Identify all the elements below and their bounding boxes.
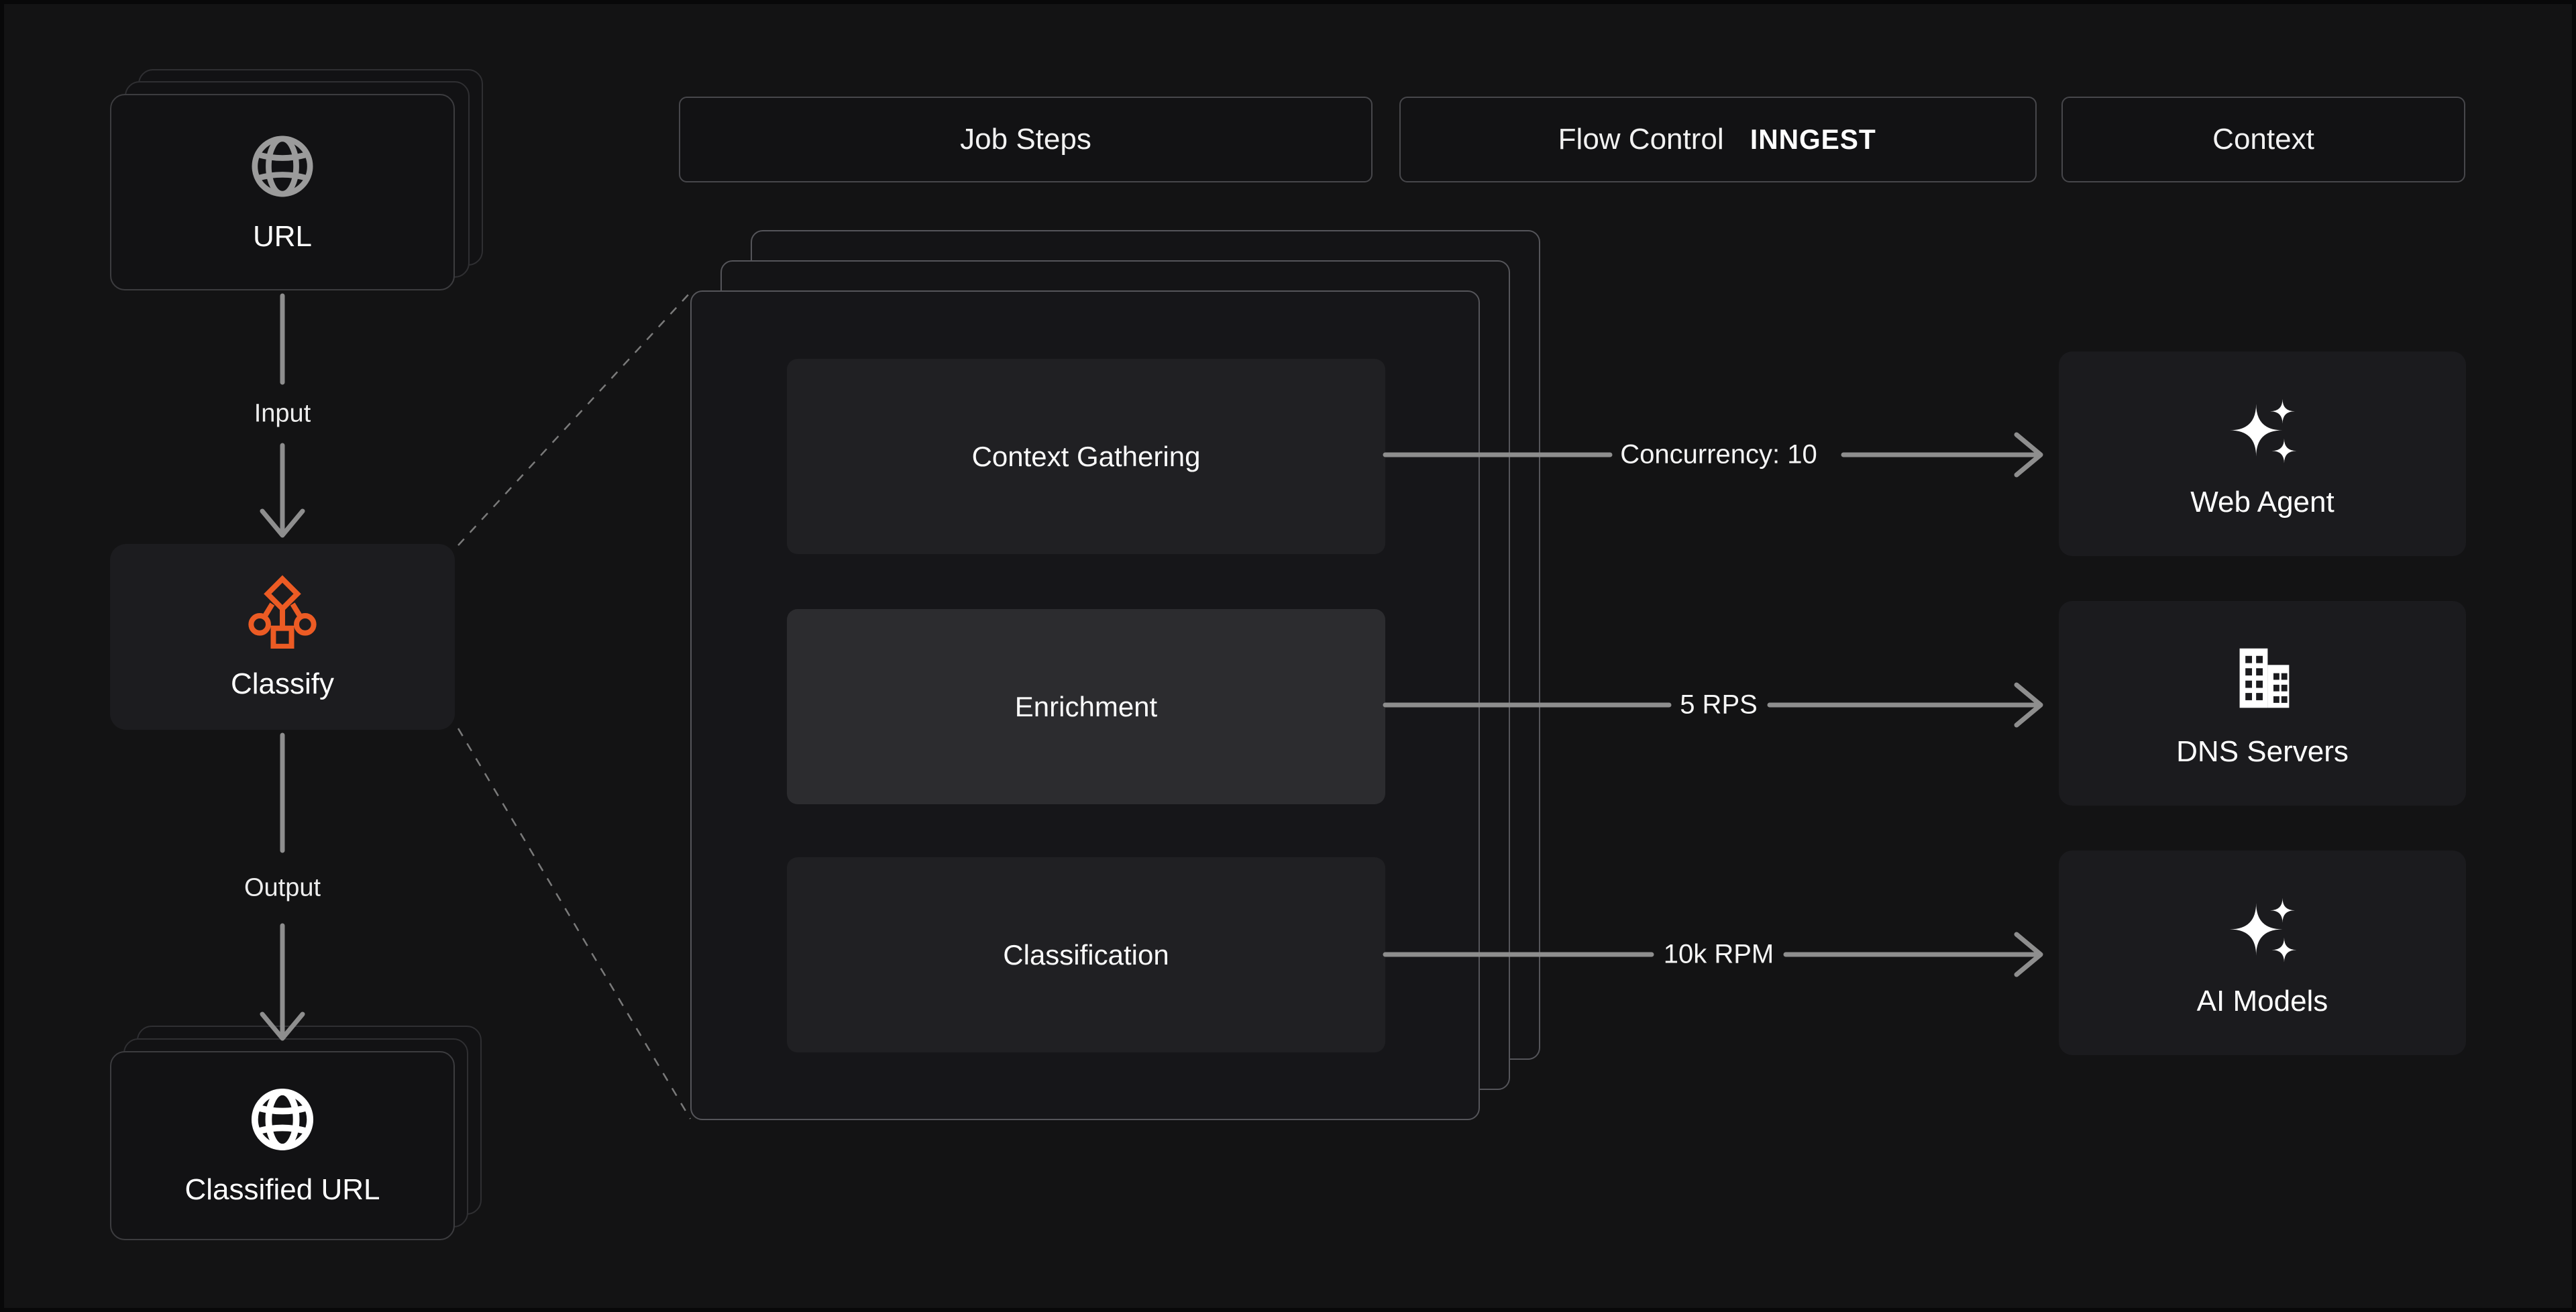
job-step-label: Classification	[1003, 938, 1169, 971]
header-job-steps: Job Steps	[679, 97, 1373, 182]
classified-url-label: Classified URL	[184, 1173, 380, 1206]
buildings-icon	[2239, 648, 2289, 708]
classified-url-card: Classified URL	[110, 1051, 455, 1240]
flow-control-label-rpm: 10k RPM	[1663, 939, 1774, 969]
arrowhead-right-icon	[2014, 682, 2043, 728]
classify-node-content: Classify	[110, 544, 455, 730]
globe-icon	[251, 1088, 314, 1151]
job-steps-panel: Context Gathering Enrichment Classificat…	[690, 290, 1480, 1120]
job-step-context-gathering: Context Gathering	[787, 359, 1385, 554]
job-step-enrichment: Enrichment	[787, 609, 1385, 804]
context-card-label: AI Models	[2196, 984, 2328, 1018]
context-card-dns-servers: DNS Servers	[2059, 601, 2466, 806]
header-job-steps-label: Job Steps	[960, 123, 1091, 156]
url-card: URL	[110, 94, 455, 290]
context-card-label: DNS Servers	[2176, 734, 2349, 768]
job-step-label: Enrichment	[1014, 690, 1158, 722]
header-flow-control: Flow Control INNGEST	[1399, 97, 2037, 182]
flow-control-label-rps: 5 RPS	[1680, 690, 1758, 720]
context-card-label: Web Agent	[2190, 485, 2334, 518]
classify-node: Classify	[110, 544, 455, 730]
context-card-ai-models: AI Models	[2059, 851, 2466, 1055]
flow-control-label-concurrency: Concurrency: 10	[1620, 439, 1817, 470]
header-flow-control-label: Flow Control	[1558, 123, 1724, 156]
arrowhead-right-icon	[2014, 432, 2043, 478]
sparkles-icon	[2229, 398, 2296, 463]
arrowhead-down-icon	[260, 508, 305, 538]
dashed-connector	[458, 292, 691, 546]
classify-label: Classify	[230, 667, 335, 700]
header-context-label: Context	[2212, 123, 2314, 156]
header-context: Context	[2061, 97, 2465, 182]
arrowhead-right-icon	[2014, 932, 2043, 977]
url-label: URL	[252, 219, 313, 253]
dashed-connector	[457, 728, 692, 1119]
globe-icon	[252, 135, 313, 197]
job-step-label: Context Gathering	[971, 440, 1201, 472]
output-edge-label: Output	[244, 873, 321, 902]
classify-tree-icon	[248, 575, 317, 649]
url-card-content: URL	[111, 95, 453, 289]
classified-url-card-content: Classified URL	[111, 1052, 453, 1239]
job-step-classification: Classification	[787, 857, 1385, 1052]
sparkles-icon	[2229, 897, 2296, 963]
input-edge-label: Input	[254, 399, 311, 428]
context-card-web-agent: Web Agent	[2059, 351, 2466, 556]
inngest-logo: INNGEST	[1750, 123, 1876, 155]
